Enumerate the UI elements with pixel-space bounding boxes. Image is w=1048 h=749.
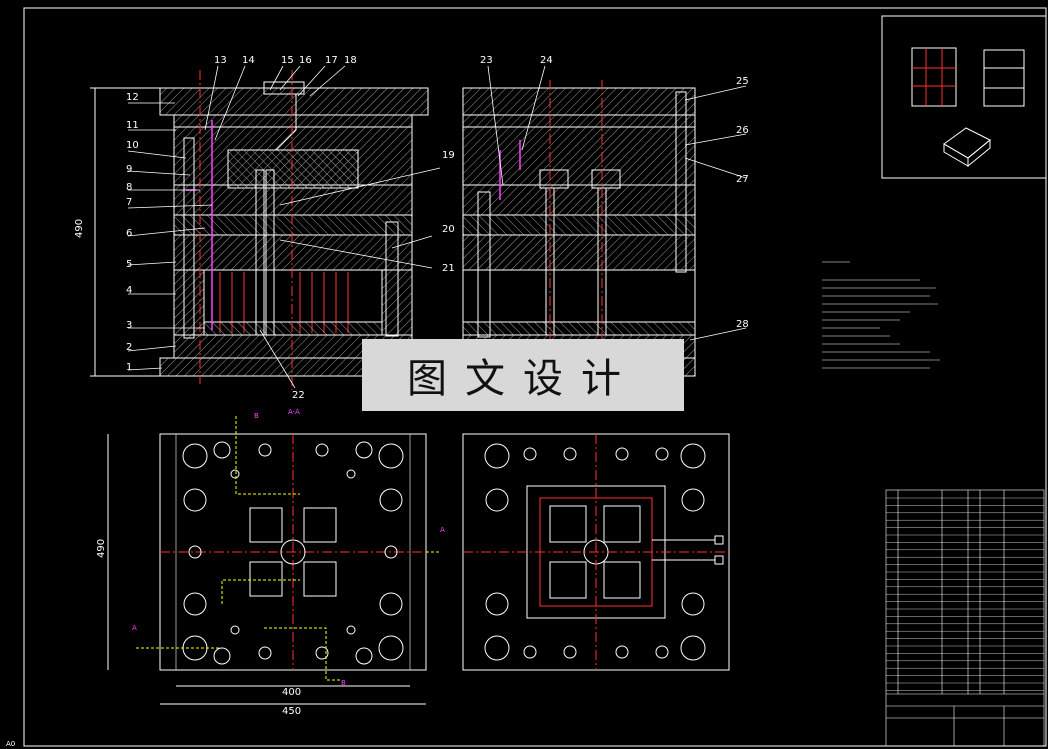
svg-text:3: 3	[126, 320, 132, 331]
part-numbers-left: 12 11 10 9 8 7 6 5 4 3 2 1	[126, 92, 139, 373]
svg-text:26: 26	[736, 125, 749, 136]
part-numbers-top: 13 14 15 16 17 18	[214, 55, 357, 66]
svg-text:14: 14	[242, 55, 255, 66]
svg-text:16: 16	[299, 55, 312, 66]
svg-text:A: A	[440, 526, 445, 534]
svg-text:18: 18	[344, 55, 357, 66]
corner-label: A0	[6, 740, 15, 748]
svg-text:13: 13	[214, 55, 227, 66]
technical-notes	[822, 261, 940, 369]
dim-width-outer: 450	[282, 706, 301, 717]
svg-text:17: 17	[325, 55, 338, 66]
watermark: 图文设计	[362, 339, 684, 411]
svg-text:5: 5	[126, 259, 132, 270]
drawing-border	[23, 7, 1047, 747]
svg-text:15: 15	[281, 55, 294, 66]
svg-text:27: 27	[736, 174, 749, 185]
svg-text:B: B	[254, 412, 259, 420]
svg-text:23: 23	[480, 55, 493, 66]
svg-text:22: 22	[292, 390, 305, 401]
mold-section-right	[462, 65, 747, 384]
svg-text:8: 8	[126, 182, 132, 193]
svg-text:12: 12	[126, 92, 139, 103]
svg-text:A: A	[132, 624, 137, 632]
bom-rows	[886, 497, 1044, 691]
mold-section-left: 490	[74, 70, 429, 390]
dim-height-plan: 490	[96, 539, 107, 558]
dim-width-inner: 400	[282, 687, 301, 698]
svg-text:28: 28	[736, 319, 749, 330]
svg-text:9: 9	[126, 164, 132, 175]
title-block	[885, 489, 1045, 747]
mold-plan-left: 400 450 490 A-A B A A B	[96, 408, 445, 717]
svg-text:25: 25	[736, 76, 749, 87]
svg-text:7: 7	[126, 197, 132, 208]
svg-text:1: 1	[126, 362, 132, 373]
dim-height-section: 490	[74, 219, 85, 238]
svg-text:19: 19	[442, 150, 455, 161]
part-numbers-right: 23 24 25 26 27 28	[480, 55, 749, 330]
mold-plan-right	[462, 433, 730, 671]
svg-text:20: 20	[442, 224, 455, 235]
part-numbers-mid: 19 20 21 22	[292, 150, 455, 401]
isometric-part	[881, 15, 1047, 179]
svg-text:21: 21	[442, 263, 455, 274]
svg-text:6: 6	[126, 228, 132, 239]
svg-text:4: 4	[126, 285, 132, 296]
svg-text:B: B	[341, 679, 346, 687]
section-title: A-A	[288, 408, 300, 416]
svg-text:24: 24	[540, 55, 553, 66]
svg-text:11: 11	[126, 120, 139, 131]
svg-text:10: 10	[126, 140, 139, 151]
svg-text:2: 2	[126, 342, 132, 353]
leader-lines-left	[127, 65, 441, 389]
